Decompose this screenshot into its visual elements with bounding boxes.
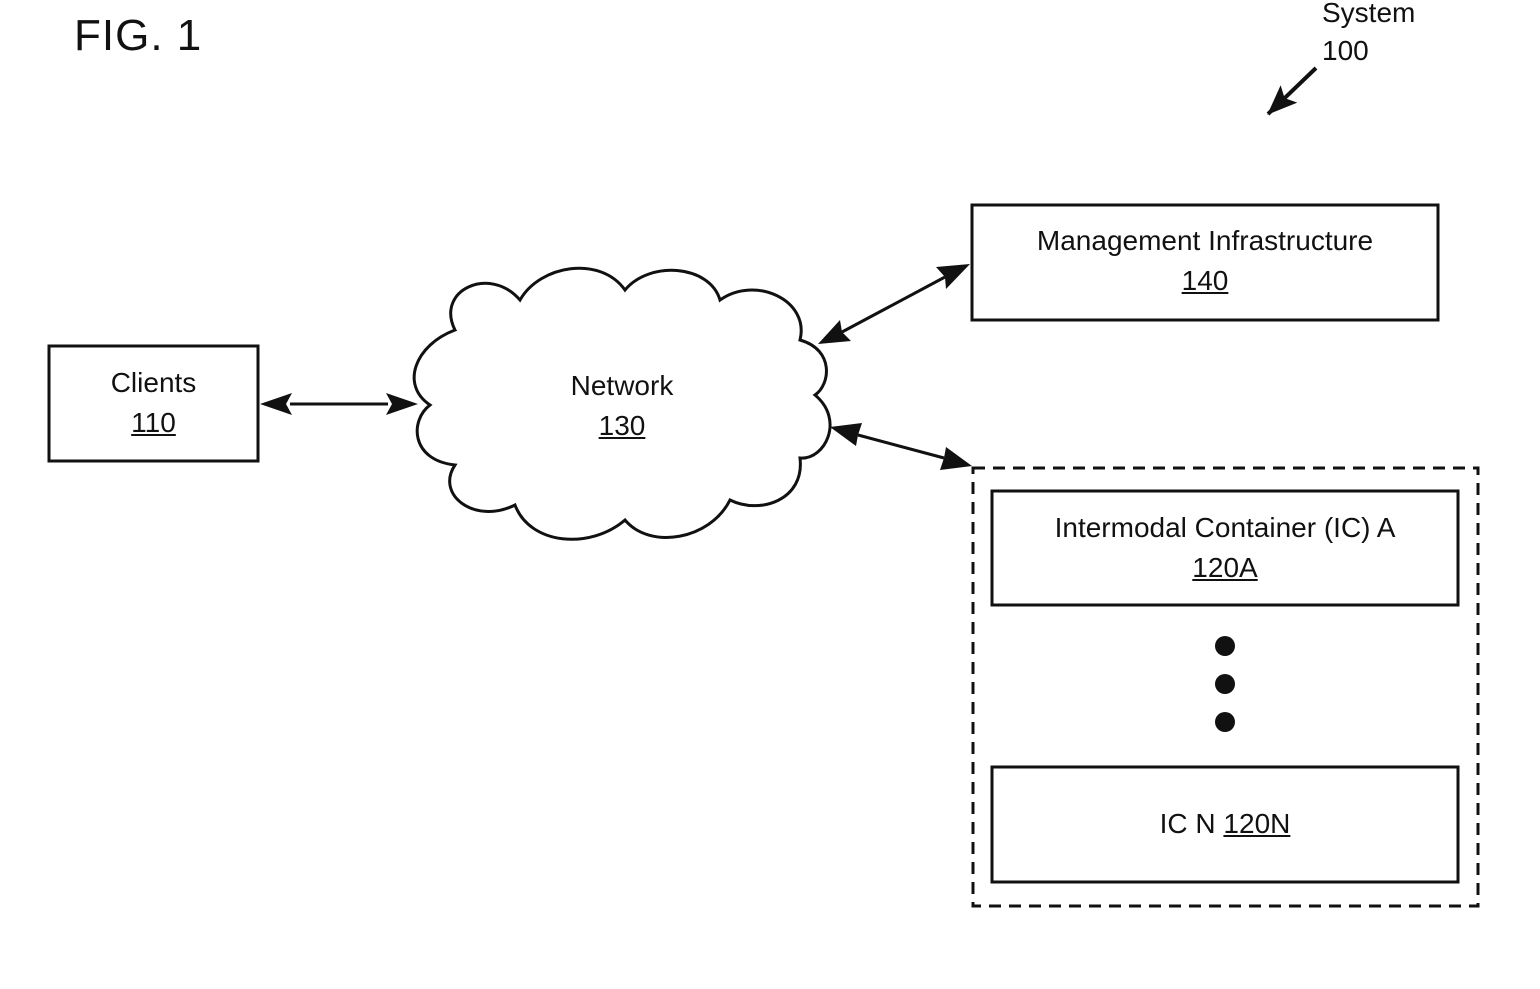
network-management-arrowhead-near: [818, 320, 851, 344]
network-node-text: Network 130: [522, 366, 722, 446]
clients-label: Clients: [49, 363, 258, 403]
system-pointer-arrow: [1268, 68, 1316, 114]
clients-network-arrowhead-left: [260, 393, 292, 415]
network-number: 130: [522, 406, 722, 446]
ellipsis-dot: [1215, 674, 1235, 694]
ic-n-node-text: IC N 120N: [992, 804, 1458, 844]
network-containers-connector: [858, 435, 944, 458]
ellipsis-dot: [1215, 636, 1235, 656]
ic-n-label: IC N: [1160, 808, 1224, 839]
network-containers-arrowhead-far: [940, 447, 972, 470]
clients-number: 110: [49, 403, 258, 443]
management-label: Management Infrastructure: [972, 221, 1438, 261]
ic-n-number: 120N: [1223, 808, 1290, 839]
ellipsis-dot: [1215, 712, 1235, 732]
network-management-arrowhead-far: [936, 264, 970, 289]
clients-node-text: Clients 110: [49, 363, 258, 443]
network-management-connector: [842, 277, 945, 332]
network-containers-arrowhead-near: [830, 423, 862, 446]
network-label: Network: [522, 366, 722, 406]
ic-a-node-text: Intermodal Container (IC) A 120A: [992, 508, 1458, 588]
ic-a-label: Intermodal Container (IC) A: [992, 508, 1458, 548]
management-number: 140: [972, 261, 1438, 301]
clients-network-arrowhead-right: [386, 393, 418, 415]
ic-a-number: 120A: [992, 548, 1458, 588]
management-node-text: Management Infrastructure 140: [972, 221, 1438, 301]
